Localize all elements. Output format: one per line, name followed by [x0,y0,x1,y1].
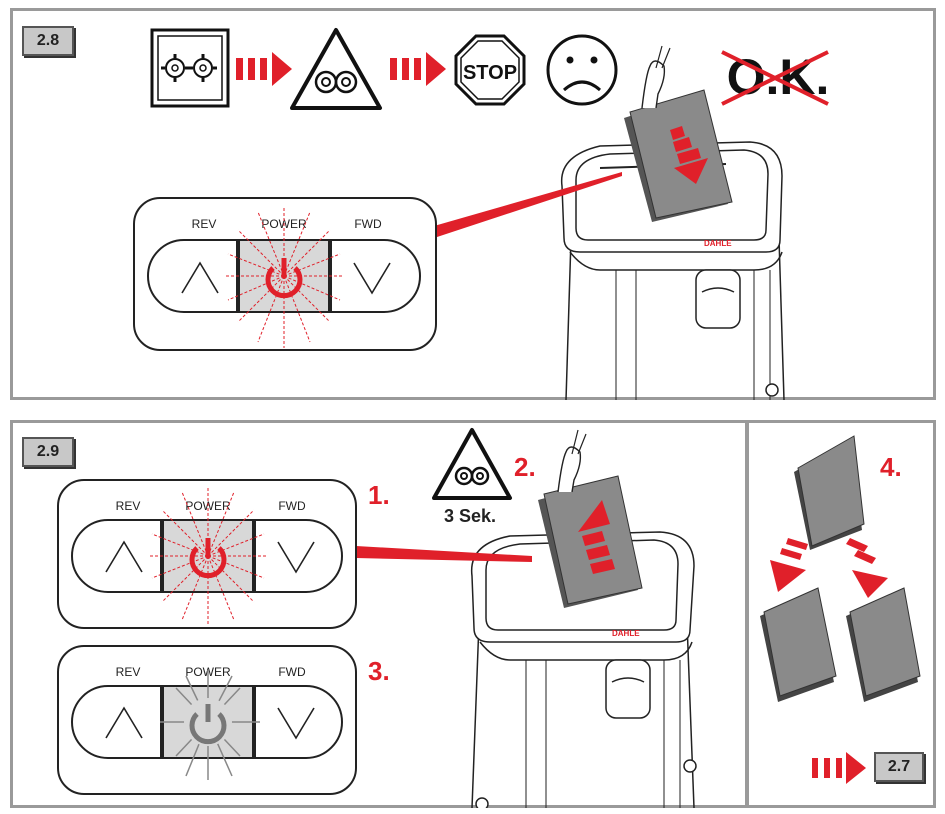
sad-face-icon [546,34,618,106]
arrow-right-icon [236,52,292,86]
paper-stack-icon [538,429,643,608]
brand-logo-text: DAHLE [704,239,732,248]
arrow-right-icon [812,752,866,784]
step-number-1: 1. [368,480,390,510]
control-panel-flashing: REV POWER FWD [57,479,357,629]
gears-icon [150,28,230,108]
rev-chevron-icon [181,261,219,294]
pointer-line [434,172,622,238]
split-arrow-left-icon [770,538,808,592]
rev-label: REV [116,665,141,679]
paper-stack-left-icon [760,587,837,702]
arrow-right-icon [390,52,446,86]
control-panel-2-8: REV POWER FWD [133,197,437,351]
step-label-2-8: 2.8 [22,26,74,56]
fwd-chevron-icon [277,707,315,740]
rotating-hazard-icon [432,428,512,500]
control-panel-off: REV POWER FWD [57,645,357,795]
paper-stack-icon [624,45,733,222]
crossed-ok-icon: O.K. [721,49,829,106]
panel-2-9-drawing: DAHLE REV POWER FWD [57,428,697,808]
fwd-chevron-icon [277,541,315,574]
step-number-3: 3. [368,656,390,686]
rev-label: REV [192,217,217,231]
step-number-4: 4. [880,452,902,482]
stop-sign-icon: STOP [454,34,526,106]
pointer-line [356,546,532,562]
next-step-link[interactable]: 2.7 [874,752,924,782]
step-label-2-9: 2.9 [22,437,74,467]
paper-stack-right-icon [846,587,921,702]
rev-chevron-icon [105,540,143,573]
rev-chevron-icon [105,706,143,739]
paper-stack-top-icon [794,435,865,550]
power-glow-rays [224,206,344,348]
rotating-hazard-icon [290,28,382,110]
split-arrow-right-icon [846,538,888,598]
fwd-label: FWD [278,665,306,679]
step-number-2: 2. [514,452,536,482]
side-panel-drawing [760,435,921,784]
brand-logo-text: DAHLE [612,629,640,638]
fwd-label: FWD [354,217,382,231]
rev-label: REV [116,499,141,513]
power-icon [189,538,227,579]
power-icon [189,704,227,745]
fwd-label: FWD [278,499,306,513]
duration-label: 3 Sek. [444,506,497,526]
power-glow-rays [148,488,268,624]
fwd-chevron-icon [353,262,391,295]
stop-text: STOP [463,62,517,84]
panel-2-8-drawing: STOP O.K. DAHLE [133,28,829,400]
power-icon [265,258,303,299]
